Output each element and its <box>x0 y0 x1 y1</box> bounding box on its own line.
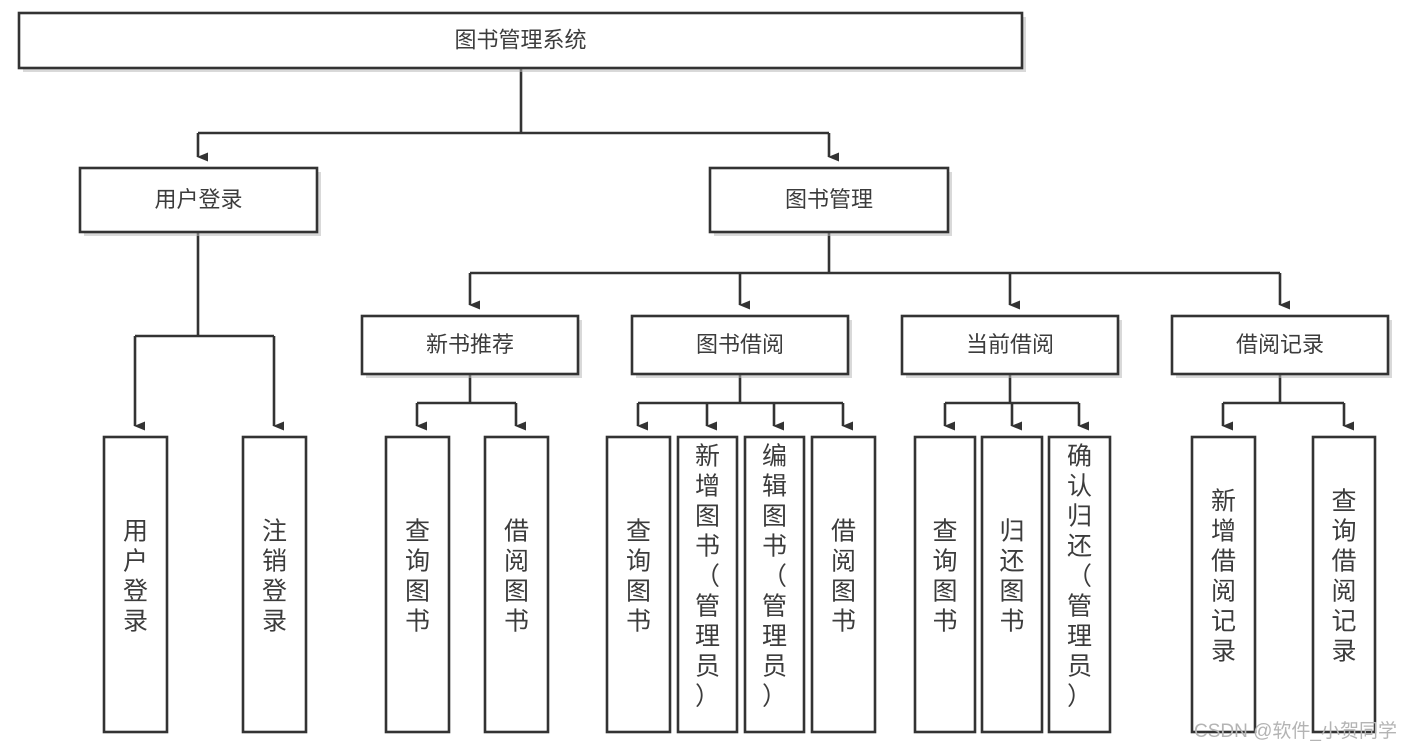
node-new-book-recommend[interactable]: 新书推荐 <box>360 314 582 378</box>
node-borrow-record[interactable]: 借阅记录 <box>1170 314 1392 378</box>
leaf-label: 确认归还（管理员） <box>1067 443 1092 711</box>
leaf-box[interactable] <box>384 435 451 734</box>
node-label: 图书管理系统 <box>454 27 586 52</box>
leaf-leaf-borrow-book-1[interactable]: 借阅图书 <box>483 435 550 734</box>
connector-edges <box>133 68 1354 431</box>
connector-user-login <box>133 232 284 431</box>
node-user-login[interactable]: 用户登录 <box>78 166 321 236</box>
node-boxes: 图书管理系统用户登录图书管理新书推荐图书借阅当前借阅借阅记录用户登录注销登录查询… <box>17 11 1392 734</box>
connector-new-book-recommend <box>415 374 526 431</box>
node-label: 用户登录 <box>154 187 242 212</box>
leaf-box[interactable] <box>102 435 169 734</box>
node-box[interactable] <box>630 314 850 376</box>
node-label: 新书推荐 <box>426 332 514 357</box>
leaf-label: 编辑图书（管理员） <box>762 443 787 711</box>
leaf-leaf-logout[interactable]: 注销登录 <box>241 435 308 734</box>
connector-borrow-record <box>1221 374 1354 431</box>
node-box[interactable] <box>1170 314 1390 376</box>
leaf-label: 归还图书 <box>999 518 1024 636</box>
leaf-box[interactable] <box>483 435 550 734</box>
leaf-leaf-add-book[interactable]: 新增图书（管理员） <box>676 435 739 734</box>
connector-current-borrow <box>943 374 1089 431</box>
leaf-label: 新增图书（管理员） <box>695 443 720 711</box>
connector-root <box>196 68 839 162</box>
leaf-box[interactable] <box>980 435 1044 734</box>
leaf-label: 查询图书 <box>932 518 957 636</box>
connector-book-borrow <box>636 374 853 431</box>
node-label: 图书管理 <box>785 187 873 212</box>
leaf-box[interactable] <box>1190 435 1257 734</box>
leaf-label: 新增借阅记录 <box>1211 488 1236 666</box>
leaf-label: 用户登录 <box>123 518 148 636</box>
node-label: 当前借阅 <box>966 332 1054 357</box>
leaf-box[interactable] <box>913 435 977 734</box>
leaf-label: 查询图书 <box>405 518 430 636</box>
node-box[interactable] <box>708 166 950 234</box>
leaf-box[interactable] <box>1047 435 1112 734</box>
leaf-leaf-edit-book[interactable]: 编辑图书（管理员） <box>743 435 806 734</box>
node-root[interactable]: 图书管理系统 <box>17 11 1026 72</box>
node-book-manage[interactable]: 图书管理 <box>708 166 952 236</box>
leaf-leaf-query-book-3[interactable]: 查询图书 <box>913 435 977 734</box>
leaf-box[interactable] <box>676 435 739 734</box>
leaf-box[interactable] <box>743 435 806 734</box>
leaf-label: 查询借阅记录 <box>1331 488 1356 666</box>
node-label: 借阅记录 <box>1236 332 1324 357</box>
leaf-leaf-query-record[interactable]: 查询借阅记录 <box>1311 435 1377 734</box>
leaf-label: 注销登录 <box>262 518 287 636</box>
leaf-leaf-user-login[interactable]: 用户登录 <box>102 435 169 734</box>
leaf-box[interactable] <box>241 435 308 734</box>
leaf-box[interactable] <box>810 435 877 734</box>
leaf-leaf-confirm-return[interactable]: 确认归还（管理员） <box>1047 435 1112 734</box>
leaf-label: 借阅图书 <box>831 518 856 636</box>
leaf-box[interactable] <box>1311 435 1377 734</box>
node-box[interactable] <box>900 314 1120 376</box>
leaf-leaf-borrow-book-2[interactable]: 借阅图书 <box>810 435 877 734</box>
leaf-label: 查询图书 <box>626 518 651 636</box>
connector-book-manage <box>468 232 1290 310</box>
node-box[interactable] <box>17 11 1024 70</box>
node-box[interactable] <box>360 314 580 376</box>
leaf-leaf-add-record[interactable]: 新增借阅记录 <box>1190 435 1257 734</box>
leaf-label: 借阅图书 <box>504 518 529 636</box>
leaf-leaf-query-book-1[interactable]: 查询图书 <box>384 435 451 734</box>
node-current-borrow[interactable]: 当前借阅 <box>900 314 1122 378</box>
leaf-leaf-return-book[interactable]: 归还图书 <box>980 435 1044 734</box>
node-book-borrow[interactable]: 图书借阅 <box>630 314 852 378</box>
node-label: 图书借阅 <box>696 332 784 357</box>
leaf-leaf-query-book-2[interactable]: 查询图书 <box>605 435 672 734</box>
leaf-box[interactable] <box>605 435 672 734</box>
node-box[interactable] <box>78 166 319 234</box>
